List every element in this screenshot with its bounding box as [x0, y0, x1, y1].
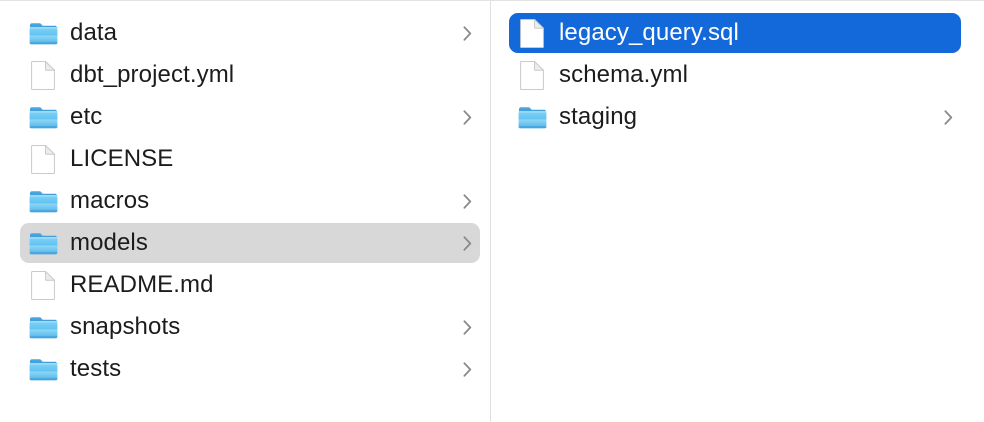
document-icon [28, 60, 58, 90]
folder-row[interactable]: tests [20, 349, 480, 389]
file-row[interactable]: legacy_query.sql [509, 13, 961, 53]
row-label: staging [559, 103, 638, 130]
folder-row[interactable]: etc [20, 97, 480, 137]
row-label: macros [70, 187, 150, 214]
folder-row[interactable]: macros [20, 181, 480, 221]
row-label: LICENSE [70, 145, 174, 172]
document-icon [28, 270, 58, 300]
folder-icon [28, 186, 58, 216]
file-list-child: legacy_query.sql schema.yml staging [491, 13, 983, 137]
row-label: tests [70, 355, 122, 382]
document-icon [517, 60, 547, 90]
folder-icon [28, 312, 58, 342]
folder-row[interactable]: staging [509, 97, 961, 137]
file-column-parent[interactable]: data dbt_project.yml etc [0, 1, 491, 422]
folder-icon [28, 354, 58, 384]
chevron-right-icon[interactable] [460, 317, 474, 337]
folder-icon [28, 102, 58, 132]
folder-icon [517, 102, 547, 132]
folder-row[interactable]: models [20, 223, 480, 263]
folder-icon [28, 18, 58, 48]
folder-row[interactable]: data [20, 13, 480, 53]
chevron-right-icon[interactable] [460, 359, 474, 379]
chevron-right-icon[interactable] [460, 107, 474, 127]
row-label: README.md [70, 271, 214, 298]
row-label: data [70, 19, 118, 46]
chevron-right-icon[interactable] [941, 107, 955, 127]
file-list-parent: data dbt_project.yml etc [0, 13, 490, 389]
file-column-child[interactable]: legacy_query.sql schema.yml staging [491, 1, 983, 422]
row-label: models [70, 229, 148, 256]
document-icon [517, 18, 547, 48]
file-row[interactable]: LICENSE [20, 139, 480, 179]
file-row[interactable]: dbt_project.yml [20, 55, 480, 95]
file-row[interactable]: README.md [20, 265, 480, 305]
chevron-right-icon[interactable] [460, 233, 474, 253]
folder-row[interactable]: snapshots [20, 307, 480, 347]
chevron-right-icon[interactable] [460, 191, 474, 211]
row-label: snapshots [70, 313, 181, 340]
row-label: legacy_query.sql [559, 19, 739, 46]
row-label: dbt_project.yml [70, 61, 235, 88]
row-label: schema.yml [559, 61, 689, 88]
row-label: etc [70, 103, 103, 130]
folder-icon [28, 228, 58, 258]
chevron-right-icon[interactable] [460, 23, 474, 43]
document-icon [28, 144, 58, 174]
file-row[interactable]: schema.yml [509, 55, 961, 95]
